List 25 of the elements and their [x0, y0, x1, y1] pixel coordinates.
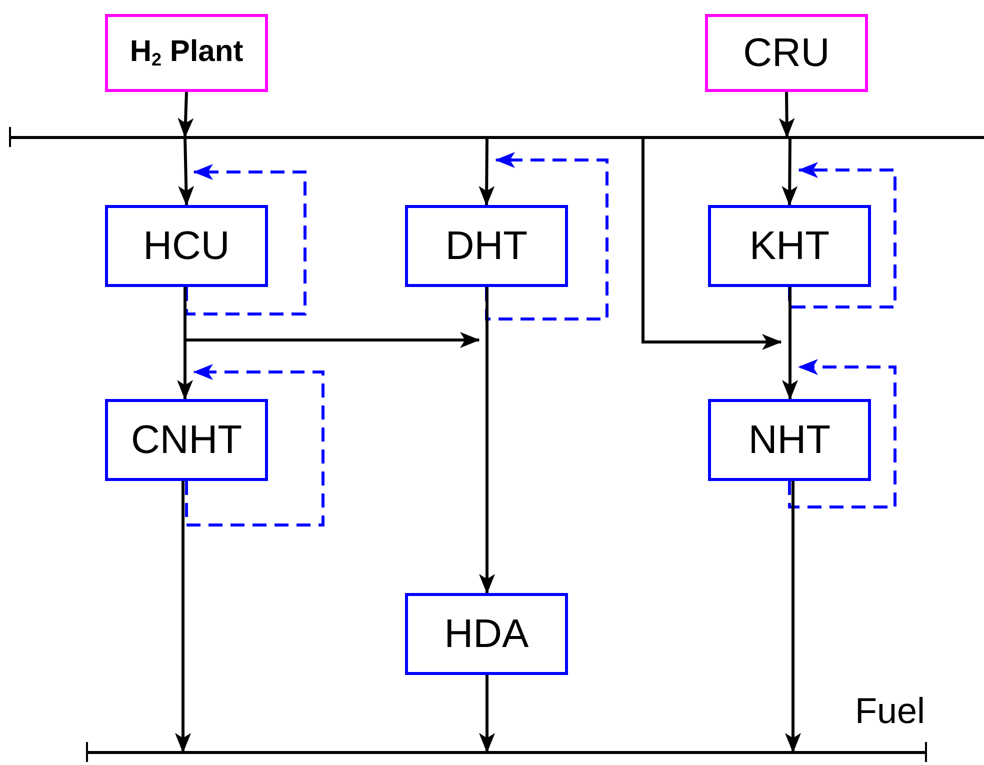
unit-box	[405, 593, 568, 675]
unit-label: HDA	[444, 612, 529, 656]
unit-label: KHT	[750, 224, 830, 268]
flow-arrow	[479, 287, 495, 594]
recycle-arrow	[788, 162, 896, 308]
recycle-arrow	[788, 359, 896, 508]
unit-label: H$_{2}$ Plant	[130, 35, 244, 71]
unit-label: HCU	[143, 224, 230, 268]
unit-label: DHT	[445, 224, 528, 268]
unit-box	[708, 399, 871, 481]
unit-box	[705, 14, 868, 92]
recycle-arrow	[185, 164, 306, 316]
recycle-arrow	[485, 152, 608, 320]
unit-label: CNHT	[130, 418, 242, 462]
flow-arrow	[184, 287, 480, 348]
unit-label: CRU	[743, 30, 830, 76]
flow-arrow	[782, 287, 798, 400]
unit-box	[708, 205, 871, 287]
stream-label: Fuel	[855, 690, 926, 732]
unit-box	[105, 205, 268, 287]
unit-box	[405, 205, 568, 287]
unit-box	[105, 14, 268, 92]
unit-box	[105, 399, 268, 481]
unit-label: NHT	[748, 418, 831, 462]
recycle-arrow	[185, 364, 324, 526]
